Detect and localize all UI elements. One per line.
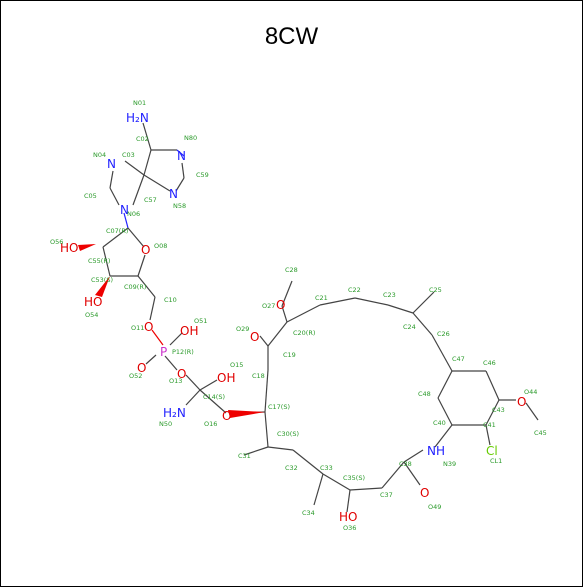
atom-o49: O [420,486,429,500]
atom-o44: O [517,395,526,409]
label-o49: O49 [428,503,441,511]
atom-ho-o56: HO [60,241,78,255]
label-c20: C20(R) [293,329,315,337]
label-o13: O13 [169,377,182,385]
label-c53: C53(S) [91,276,113,284]
label-c07: C07(R) [106,227,128,235]
label-n01: N01 [133,99,146,107]
label-c26: C26 [437,330,450,338]
label-c47: C47 [452,355,465,363]
label-c10: C10 [164,296,177,304]
atom-o08: O [141,243,150,257]
label-c33: C33 [320,464,333,472]
atom-ho-o36: HO [339,510,357,524]
label-o08: O08 [154,242,167,250]
atom-o29: O [250,330,259,344]
label-n58: N58 [173,202,186,210]
label-o36: O36 [343,524,356,532]
label-c03: C03 [122,151,135,159]
label-c37: C37 [380,491,393,499]
label-c09: C09(R) [124,283,146,291]
label-c28: C28 [285,266,298,274]
atom-o16: O [222,409,231,423]
atom-o11: O [144,320,153,334]
label-c19: C19 [283,351,296,359]
label-c32: C32 [285,464,298,472]
label-c05: C05 [84,192,97,200]
label-c17: C17(S) [268,403,290,411]
atom-n58: N [169,187,178,201]
label-o11: O11 [131,324,144,332]
label-o27: O27 [262,302,275,310]
atom-layer: H₂N N N N N HO O HO O P OH O O OH H₂N O … [60,111,526,524]
label-c46: C46 [483,359,496,367]
label-o29: O29 [236,325,249,333]
label-n80: N80 [184,134,197,142]
label-n06: N06 [127,210,140,218]
label-c14: C14(S) [203,393,225,401]
label-c21: C21 [315,294,328,302]
wedge-layer [78,244,265,418]
label-o15: O15 [230,361,243,369]
atom-nh-n39: NH [427,444,445,458]
atom-nh2-n50: H₂N [163,406,186,420]
label-c48: C48 [418,390,431,398]
wedge-o56 [78,244,96,251]
label-n04: N04 [93,151,106,159]
label-c38: C38 [399,460,412,468]
atom-n04: N [107,157,116,171]
atom-p12: P [160,345,167,359]
label-n39: N39 [443,460,456,468]
label-o44: O44 [524,388,537,396]
label-c30: C30(S) [277,430,299,438]
label-c57: C57 [144,196,157,204]
atom-o27: O [276,298,285,312]
atom-oh-o15: OH [217,371,235,385]
label-p12: P12(R) [172,348,194,356]
label-c23: C23 [383,291,396,299]
label-c40: C40 [433,419,446,427]
label-c35: C35(S) [343,474,365,482]
label-c55: C55(R) [88,257,110,265]
bond-layer [102,122,539,513]
index-label-layer: N01 C02 N80 C03 N04 C59 C05 C57 N58 N06 … [50,99,547,532]
atom-n80: N [177,149,186,163]
atom-n06: N [120,203,129,217]
label-c02: C02 [136,135,149,143]
label-c22: C22 [348,286,361,294]
label-c18: C18 [252,372,265,380]
label-c59: C59 [196,171,209,179]
label-c24: C24 [403,323,416,331]
label-cl1: CL1 [490,457,502,465]
label-o56: O56 [50,238,63,246]
label-c31: C31 [238,452,251,460]
label-c43: C43 [492,406,505,414]
atom-cl: Cl [486,444,498,458]
atom-o52: O [137,361,146,375]
label-c41: C41 [483,421,496,429]
label-c34: C34 [302,509,315,517]
label-o51: O51 [194,317,207,325]
molecule-title: 8CW [264,23,319,50]
atom-ho-o54: HO [84,295,102,309]
atom-oh-o51: OH [180,324,198,338]
label-c45: C45 [534,429,547,437]
atom-nh2-top: H₂N [126,111,149,125]
wedge-c17-o16 [228,410,265,418]
label-n50: N50 [159,420,172,428]
label-o16: O16 [204,420,217,428]
wedge-o54 [95,276,110,297]
label-o54: O54 [85,311,98,319]
atom-o13: O [177,367,186,381]
label-c25: C25 [429,286,442,294]
label-o52: O52 [129,372,142,380]
